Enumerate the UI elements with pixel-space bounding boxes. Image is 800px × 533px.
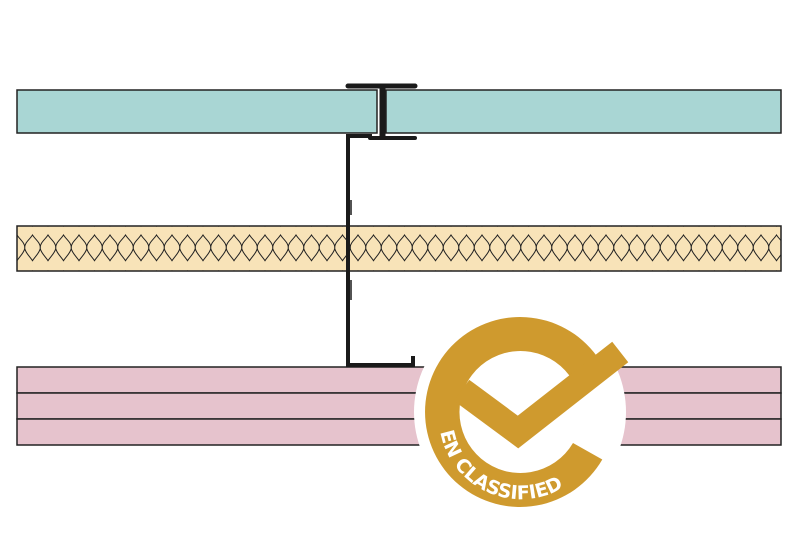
top-board-left [16,89,378,134]
bottom-boards [16,366,782,446]
insulation-layer [16,225,782,272]
top-board-right [385,89,782,134]
badge-ring [425,317,603,508]
check-icon [453,341,629,449]
c-stud [346,134,415,367]
en-classified-badge: EN CLASSIFIED [414,306,629,518]
h-connector [345,83,418,140]
